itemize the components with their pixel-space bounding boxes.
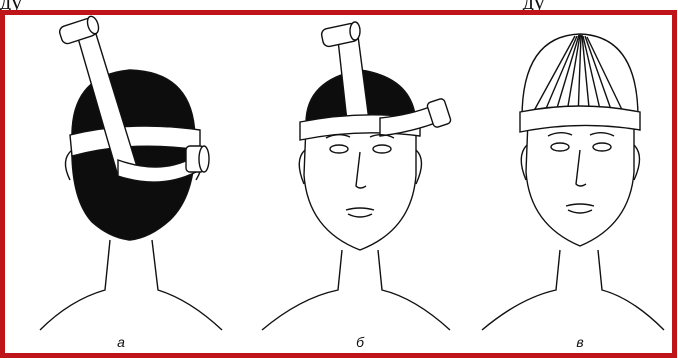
panel-label-a: а <box>106 334 136 350</box>
left-ear <box>65 150 72 180</box>
left-shoulder-line <box>482 250 560 330</box>
right-ear <box>416 150 422 184</box>
right-shoulder-line <box>152 240 222 330</box>
panel-b <box>262 22 452 330</box>
right-shoulder-line <box>598 250 664 330</box>
panel-label-c: в <box>565 334 595 350</box>
right-shoulder-line <box>378 250 450 330</box>
left-shoulder-line <box>40 240 110 330</box>
right-ear <box>634 145 640 180</box>
bandage-roll-side <box>186 146 209 172</box>
left-shoulder-line <box>262 250 342 330</box>
panel-a <box>40 15 222 330</box>
panel-label-b: б <box>345 334 375 350</box>
panel-c <box>482 34 664 330</box>
